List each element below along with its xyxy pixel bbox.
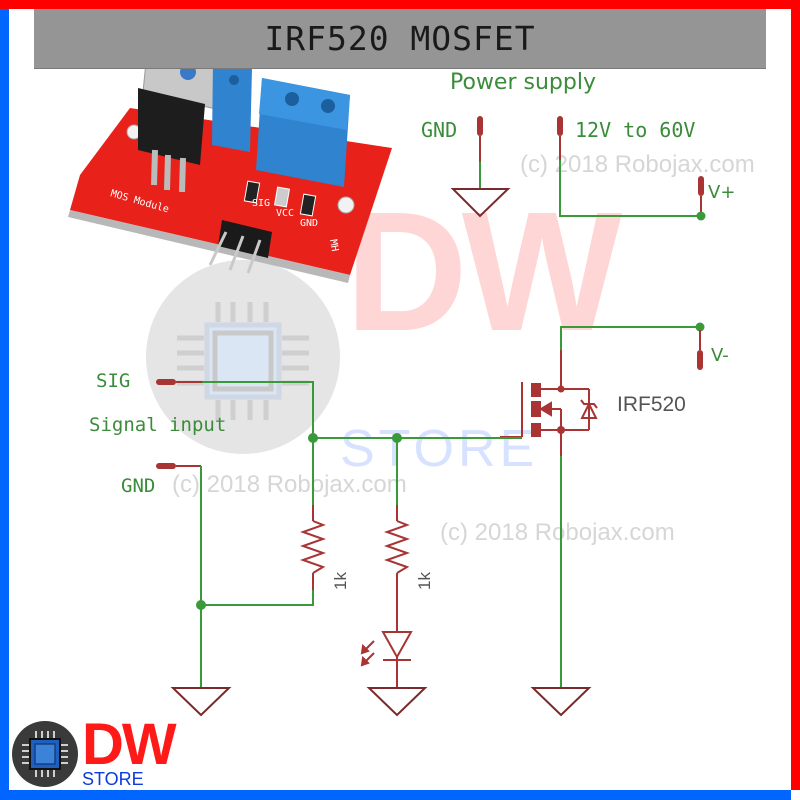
resistor-1 xyxy=(201,438,327,606)
pcb-pin-label-vcc: VCC xyxy=(276,208,294,219)
led-icon xyxy=(360,631,413,688)
v-plus-label: V+ xyxy=(708,182,735,203)
sig-label: SIG xyxy=(96,370,130,392)
watermark-store-text: STORE xyxy=(340,420,538,478)
resistor-2-value: 1k xyxy=(415,572,434,590)
supply-voltage-label: 12V to 60V xyxy=(575,118,695,142)
mosfet-module-photo: MOS Module SIG VCC GND MH xyxy=(68,41,392,283)
frame-top-border xyxy=(0,0,800,9)
pcb-pin-label-gnd: GND xyxy=(300,218,318,229)
resistor-1-value: 1k xyxy=(331,572,350,590)
ground-symbol-icon xyxy=(170,687,232,717)
mosfet-part-label: IRF520 xyxy=(617,393,686,416)
resistor-2 xyxy=(383,438,411,632)
ground-symbol-icon xyxy=(450,188,511,218)
copyright-watermark-1: (c) 2018 Robojax.com xyxy=(520,151,755,178)
brand-chip-logo-icon xyxy=(12,721,78,787)
pcb-pin-label-sig: SIG xyxy=(252,198,270,209)
page-title: IRF520 MOSFET xyxy=(264,19,536,58)
frame-left-border xyxy=(0,9,9,800)
watermark: DW STORE (c) 2018 Robojax.com (c) 2018 R… xyxy=(146,151,755,546)
v-minus-label: V- xyxy=(711,345,729,366)
title-banner: IRF520 MOSFET xyxy=(34,9,766,69)
signal-gnd-pin xyxy=(156,463,202,688)
copyright-watermark-2: (c) 2018 Robojax.com xyxy=(440,519,675,546)
pcb-corner-mark: MH xyxy=(327,239,340,253)
power-gnd-label: GND xyxy=(421,118,457,142)
power-gnd-pin xyxy=(477,116,483,188)
signal-input-label: Signal input xyxy=(89,414,226,436)
frame-right-border xyxy=(791,0,800,790)
mosfet-symbol xyxy=(500,350,598,456)
watermark-dw-text: DW xyxy=(345,177,623,367)
power-supply-title: Power supply xyxy=(450,70,596,95)
v-plus-terminal xyxy=(696,176,706,221)
ground-symbol-icon xyxy=(530,687,592,717)
signal-gnd-label: GND xyxy=(121,475,155,497)
junction-drain xyxy=(557,385,565,393)
watermark-chip-icon xyxy=(177,302,309,420)
frame-bottom-border xyxy=(0,790,791,800)
brand-logo-name: DW xyxy=(82,712,177,777)
brand-logo-sub: STORE xyxy=(82,769,144,789)
junction-source xyxy=(557,426,565,434)
v-minus-terminal xyxy=(560,322,705,370)
ground-symbol-icon xyxy=(366,687,428,717)
sig-pin xyxy=(156,379,314,438)
copyright-watermark-3: (c) 2018 Robojax.com xyxy=(172,471,407,498)
supply-voltage-pin xyxy=(557,116,701,217)
